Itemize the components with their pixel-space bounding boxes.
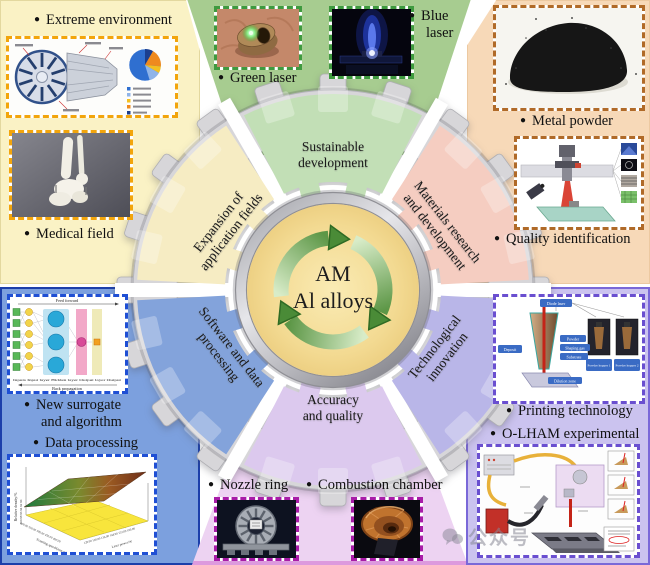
image-surface-plot: Relative density/% 100 98 96 94 92 90 60…: [7, 454, 157, 555]
center-title-line1: AM: [315, 261, 350, 286]
label-substrate: Substrate: [567, 355, 582, 360]
sector-sustainable: [244, 94, 422, 194]
nn-back-propagation-label: Back propagation: [52, 386, 83, 391]
label-shaping-gas: Shaping gas: [565, 346, 585, 351]
caption-blue-laser: ●Blue laser: [409, 8, 454, 41]
center-hub: [232, 189, 434, 391]
surface-zlabel: Laser power/W: [111, 539, 133, 549]
surface-ylabel: Relative density/%: [14, 492, 18, 522]
bullet-icon: ●: [208, 479, 215, 490]
center-title-line2: Al alloys: [293, 288, 373, 313]
bullet-icon: ●: [506, 405, 513, 416]
image-blue-laser: [329, 6, 414, 79]
image-neural-network: Feed forward In: [7, 294, 128, 394]
caption-extreme-environment: ●Extreme environment: [34, 12, 173, 28]
caption-combustion-chamber: ●Combustion chamber: [306, 477, 443, 493]
image-quality-identification: [514, 136, 644, 230]
bullet-icon: ●: [24, 228, 31, 239]
caption-olham-experimental: ●O-LHAM experimental: [490, 426, 640, 442]
bullet-icon: ●: [490, 428, 497, 439]
label-powder-hopper-1: Powder hopper 1: [588, 364, 612, 368]
watermark: 公众号: [442, 523, 531, 550]
bullet-icon: ●: [33, 437, 40, 448]
nn-feed-forward-label: Feed forward: [56, 298, 79, 303]
bullet-icon: ●: [409, 10, 416, 21]
label-powder: Powder: [567, 337, 580, 342]
image-combustion-chamber: [351, 497, 423, 561]
sector-expansion: [137, 125, 275, 285]
label-deposit: Deposit: [504, 347, 517, 352]
sector-software: [137, 295, 275, 455]
caption-new-surrogate: ●New surrogate and algorithm: [24, 397, 122, 430]
caption-green-laser: ●Green laser: [218, 70, 297, 86]
image-printing-technology: Diode laser Deposit Powder Shaping gas S…: [493, 294, 645, 404]
sector-accuracy: [244, 386, 422, 486]
image-olham-setup: [477, 444, 640, 558]
image-jet-engine: [6, 36, 178, 118]
bullet-icon: ●: [218, 72, 225, 83]
caption-printing-technology: ●Printing technology: [506, 403, 633, 419]
bullet-icon: ●: [520, 115, 527, 126]
watermark-text: 公众号: [468, 528, 532, 549]
caption-medical-field: ●Medical field: [24, 226, 114, 242]
bullet-icon: ●: [494, 233, 501, 244]
nn-layer-labels: Inputs Input layer Hidden layer Output l…: [13, 378, 121, 382]
sector-gaps: [115, 97, 551, 483]
label-diode-laser: Diode laser: [547, 301, 566, 306]
caption-metal-powder: ●Metal powder: [520, 113, 613, 129]
caption-data-processing: ●Data processing: [33, 435, 139, 451]
surface-yticks: 100 98 96 94 92 90: [19, 499, 23, 524]
caption-nozzle-ring: ●Nozzle ring: [208, 477, 289, 493]
bullet-icon: ●: [306, 479, 313, 490]
bullet-icon: ●: [24, 399, 31, 410]
bullet-icon: ●: [34, 14, 41, 25]
image-metal-powder: [493, 5, 645, 111]
label-powder-hopper-2: Powder hopper 2: [616, 364, 640, 368]
caption-quality-identification: ●Quality identification: [494, 231, 631, 247]
image-medical-bones: [9, 130, 133, 220]
wechat-icon: [442, 528, 463, 545]
recycle-arrows-icon: [273, 224, 393, 350]
image-green-laser: [214, 6, 302, 70]
label-dilution-zone: Dilution zone: [554, 379, 576, 384]
image-nozzle-ring: [214, 497, 299, 561]
sector-materials: [391, 125, 529, 285]
